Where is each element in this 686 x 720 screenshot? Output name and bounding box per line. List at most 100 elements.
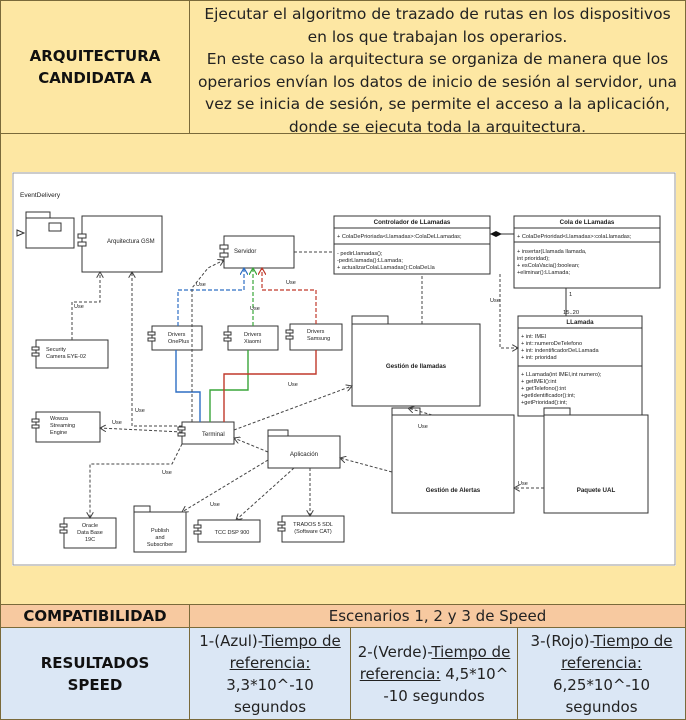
- use-label-ctrl-llamada: Use: [490, 298, 500, 304]
- terminal-component: Terminal: [177, 421, 235, 445]
- oracle-line2: Data Base: [77, 530, 103, 536]
- servidor-label: Servidor: [234, 249, 256, 255]
- uml-diagram: EventDelivery Arquitectura GSM Servidor: [12, 172, 676, 566]
- servidor-component: Servidor: [219, 235, 295, 269]
- controlador-op-2: -pedirLlamada():LLamada;: [337, 258, 403, 264]
- oracle-component: Oracle Data Base 19C: [59, 517, 117, 549]
- publish-line1: Publish: [151, 528, 169, 534]
- cola-op-1: + insertar(Llamada llamada,: [517, 249, 587, 255]
- resultado-3-link: Tiempo de referencia:: [561, 631, 673, 672]
- security-camera-line1: Security: [46, 347, 66, 353]
- frame-title: EventDelivery: [20, 192, 61, 199]
- cola-class: Cola de LLamadas + ColaDePrioridad<Llama…: [513, 215, 661, 289]
- controlador-attr: + ColaDePrioriada<Llamadas>:ColaDeLLamad…: [337, 234, 462, 240]
- compatibilidad-label: COMPATIBILIDAD: [23, 607, 167, 625]
- trados-line2: (Software CAT): [294, 529, 332, 535]
- arquitectura-description-cell: Ejecutar el algoritmo de trazado de ruta…: [189, 0, 686, 136]
- compatibilidad-label-cell: COMPATIBILIDAD: [0, 604, 190, 628]
- compatibilidad-value-cell: Escenarios 1, 2 y 3 de Speed: [189, 604, 686, 628]
- wowza-line3: Engine: [50, 430, 67, 436]
- use-label-red: Use: [286, 280, 296, 286]
- llamada-attr-4: + int: prioridad: [521, 355, 557, 361]
- use-label-gestion: Use: [288, 382, 298, 388]
- resultado-2-prefix: 2-(Verde)-: [357, 642, 432, 661]
- cola-attr: + ColaDePrioridad<Llamadas>:colaLlamadas…: [517, 234, 632, 240]
- publish-line3: Subscriber: [147, 542, 173, 548]
- use-label-oracle: Use: [162, 470, 172, 476]
- llamada-class: LLamada + int: IMEI + int::numeroDeTelef…: [517, 315, 643, 417]
- oracle-line1: Oracle: [82, 523, 98, 529]
- llamada-op-1: + LLamada(int IMEI,int numero);: [521, 372, 602, 378]
- controlador-class: Controlador de LLamadas + ColaDePrioriad…: [333, 215, 491, 275]
- drivers-oneplus-line2: OnePlus: [168, 339, 189, 345]
- resultado-2-cell: 2-(Verde)-Tiempo de referencia: 4,5*10^ …: [350, 627, 518, 720]
- drivers-oneplus-line1: Drivers: [168, 332, 186, 338]
- resultado-3-prefix: 3-(Rojo)-: [530, 631, 594, 650]
- use-label-green: Use: [250, 306, 260, 312]
- use-label-camera: Use: [74, 304, 84, 310]
- resultados-label-line1: RESULTADOS: [40, 653, 150, 672]
- paquete-ual-label: Paquete UAL: [577, 487, 616, 494]
- resultado-3-value: 6,25*10^-10 segundos: [552, 675, 651, 716]
- composition-diamond: [490, 231, 502, 237]
- llamada-op-2: + getIMEI():int: [521, 379, 557, 385]
- top-left-package: [16, 211, 75, 249]
- publish-line2: and: [155, 535, 164, 541]
- wowza-line1: Wowza: [50, 416, 69, 422]
- arquitectura-label-line1: ARQUITECTURA: [29, 47, 161, 65]
- drivers-xiaomi-line2: Xiaomi: [244, 339, 261, 345]
- trados-component: TRADOS 5 SDL (Software CAT): [277, 515, 345, 543]
- use-label-blue: Use: [196, 282, 206, 288]
- drivers-xiaomi-component: Drivers Xiaomi: [223, 325, 279, 351]
- terminal-label: Terminal: [202, 432, 225, 438]
- resultado-1-link: Tiempo de referencia:: [229, 631, 341, 672]
- use-label-publish: Use: [210, 502, 220, 508]
- multiplicity-15-20: 15..20: [563, 310, 579, 316]
- cola-op-3: + esColaVacia():boolean;: [517, 263, 580, 269]
- tcc-component: TCC DSP 900: [193, 519, 261, 543]
- tcc-label: TCC DSP 900: [215, 530, 250, 536]
- drivers-samsung-line2: Samsung: [307, 336, 330, 342]
- description-para2: En este caso la arquitectura se organiza…: [197, 50, 678, 136]
- controlador-op-3: + actualizarColaLLamadas():ColaDeLla: [337, 265, 436, 271]
- aplicacion-package: Aplicación: [267, 429, 341, 469]
- drivers-samsung-component: Drivers Samsung: [285, 323, 343, 351]
- security-camera-component: Security Camera EYE-02: [31, 339, 109, 369]
- resultado-3-cell: 3-(Rojo)-Tiempo de referencia: 6,25*10^-…: [517, 627, 686, 720]
- use-label-wowza: Use: [112, 420, 122, 426]
- trados-line1: TRADOS 5 SDL: [293, 522, 333, 528]
- wowza-component: Wowza Streaming Engine: [31, 411, 101, 443]
- arquitectura-gsm-component: Arquitectura GSM: [77, 215, 163, 273]
- compatibilidad-value: Escenarios 1, 2 y 3 de Speed: [328, 607, 547, 625]
- llamada-attr-1: + int: IMEI: [521, 334, 547, 340]
- llamada-op-3: + getTelefono():int: [521, 386, 566, 392]
- cola-op-4: +eliminar():LLamada;: [517, 270, 570, 276]
- controlador-title: Controlador de LLamadas: [374, 219, 451, 226]
- gestion-llamadas-package: Gestión de llamadas: [351, 315, 481, 407]
- drivers-oneplus-component: Drivers OnePlus: [147, 325, 203, 351]
- aplicacion-label: Aplicación: [290, 451, 319, 458]
- publish-subscriber-component: Publish and Subscriber: [133, 505, 187, 553]
- cola-op-2: int prioridad);: [517, 256, 550, 262]
- llamada-attr-3: + int: indentificadorDeLLamada: [521, 348, 599, 354]
- use-label-gsm: Use: [135, 408, 145, 414]
- arquitectura-label-line2: CANDIDATA A: [38, 69, 152, 87]
- gestion-alertas-package: Gestión de Alertas: [391, 407, 515, 514]
- resultado-1-value: 3,3*10^-10 segundos: [226, 675, 314, 716]
- resultado-1-prefix: 1-(Azul)-: [199, 631, 262, 650]
- arquitectura-label-cell: ARQUITECTURA CANDIDATA A: [0, 0, 190, 134]
- paquete-ual-package: Paquete UAL: [543, 407, 649, 514]
- resultado-2-link: Tiempo de referencia:: [359, 642, 511, 683]
- description-para1: Ejecutar el algoritmo de trazado de ruta…: [204, 5, 671, 46]
- gestion-llamadas-label: Gestión de llamadas: [386, 363, 447, 370]
- gestion-alertas-label: Gestión de Alertas: [426, 487, 481, 494]
- resultados-label-line2: SPEED: [67, 675, 123, 694]
- use-label-alertas: Use: [418, 424, 428, 430]
- arquitectura-gsm-label: Arquitectura GSM: [107, 239, 155, 245]
- llamada-attr-2: + int::numeroDeTelefono: [521, 341, 582, 347]
- llamada-op-5: +getPrioridad():int;: [521, 400, 568, 406]
- cola-title: Cola de LLamadas: [560, 219, 615, 226]
- multiplicity-1: 1: [569, 292, 572, 298]
- use-label-ual: Use: [518, 481, 528, 487]
